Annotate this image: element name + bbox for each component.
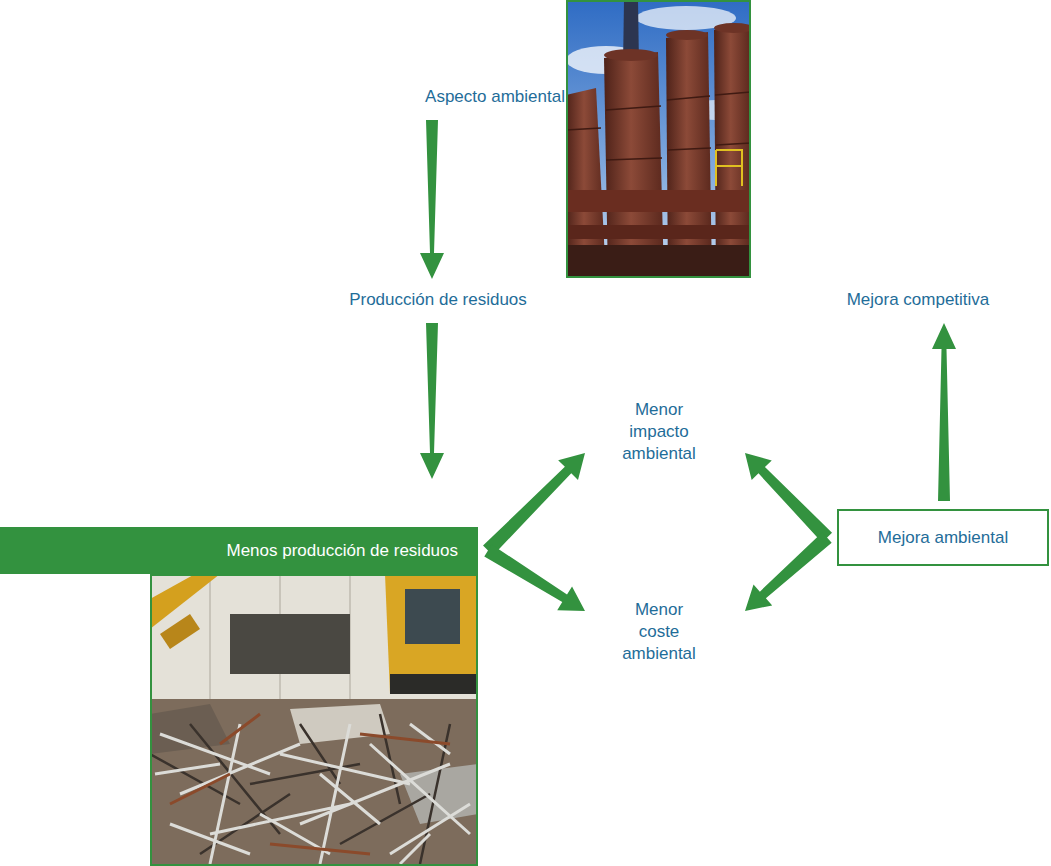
flow-arrow xyxy=(420,120,444,279)
machine xyxy=(385,574,478,694)
flow-arrow xyxy=(745,532,832,611)
scrap-light xyxy=(155,724,470,864)
silo xyxy=(714,26,751,278)
scrap-photo xyxy=(150,574,478,866)
railing xyxy=(716,150,742,186)
machine-window xyxy=(405,589,460,644)
flow-label: Mejora competitiva xyxy=(844,287,993,313)
flow-label: Aspecto ambiental xyxy=(422,84,568,110)
scrap-rust xyxy=(170,714,450,854)
silo xyxy=(604,52,664,278)
doorway xyxy=(230,614,350,674)
flow-label: Producción de residuos xyxy=(346,287,530,313)
node-text: Menor impacto ambiental xyxy=(616,399,702,465)
node-text: Aspecto ambiental xyxy=(425,86,565,108)
chimneys-photo xyxy=(566,0,751,278)
excavator-bucket xyxy=(160,614,200,649)
flow-arrow xyxy=(420,323,444,479)
node-text: Menor coste ambiental xyxy=(616,599,702,665)
flow-arrow xyxy=(483,453,585,555)
outcome-label: Menor impacto ambiental xyxy=(613,397,705,467)
silo xyxy=(666,32,712,278)
scrap-sheet xyxy=(290,704,390,744)
ground xyxy=(150,699,478,866)
flow-arrow xyxy=(484,545,585,611)
wall-panels xyxy=(210,574,350,704)
pipe xyxy=(566,245,751,278)
process-box: Mejora ambiental xyxy=(837,509,1049,566)
photo-frame xyxy=(151,575,477,865)
pipe xyxy=(566,225,751,239)
pipe xyxy=(566,190,751,212)
highlight-band: Menos producción de residuos xyxy=(0,527,478,574)
wall xyxy=(150,574,478,714)
silo-top xyxy=(666,30,708,40)
machine-base xyxy=(390,674,478,694)
outcome-label: Menor coste ambiental xyxy=(613,597,705,667)
sky xyxy=(566,0,751,278)
flow-arrow xyxy=(745,453,832,542)
node-text: Mejora ambiental xyxy=(878,527,1008,549)
node-text: Menos producción de residuos xyxy=(226,540,458,562)
photo-frame xyxy=(567,1,750,277)
node-text: Producción de residuos xyxy=(349,289,527,311)
silo-top xyxy=(604,49,658,61)
node-text: Mejora competitiva xyxy=(847,289,990,311)
flow-arrow xyxy=(932,323,956,501)
silo-top xyxy=(714,23,751,33)
